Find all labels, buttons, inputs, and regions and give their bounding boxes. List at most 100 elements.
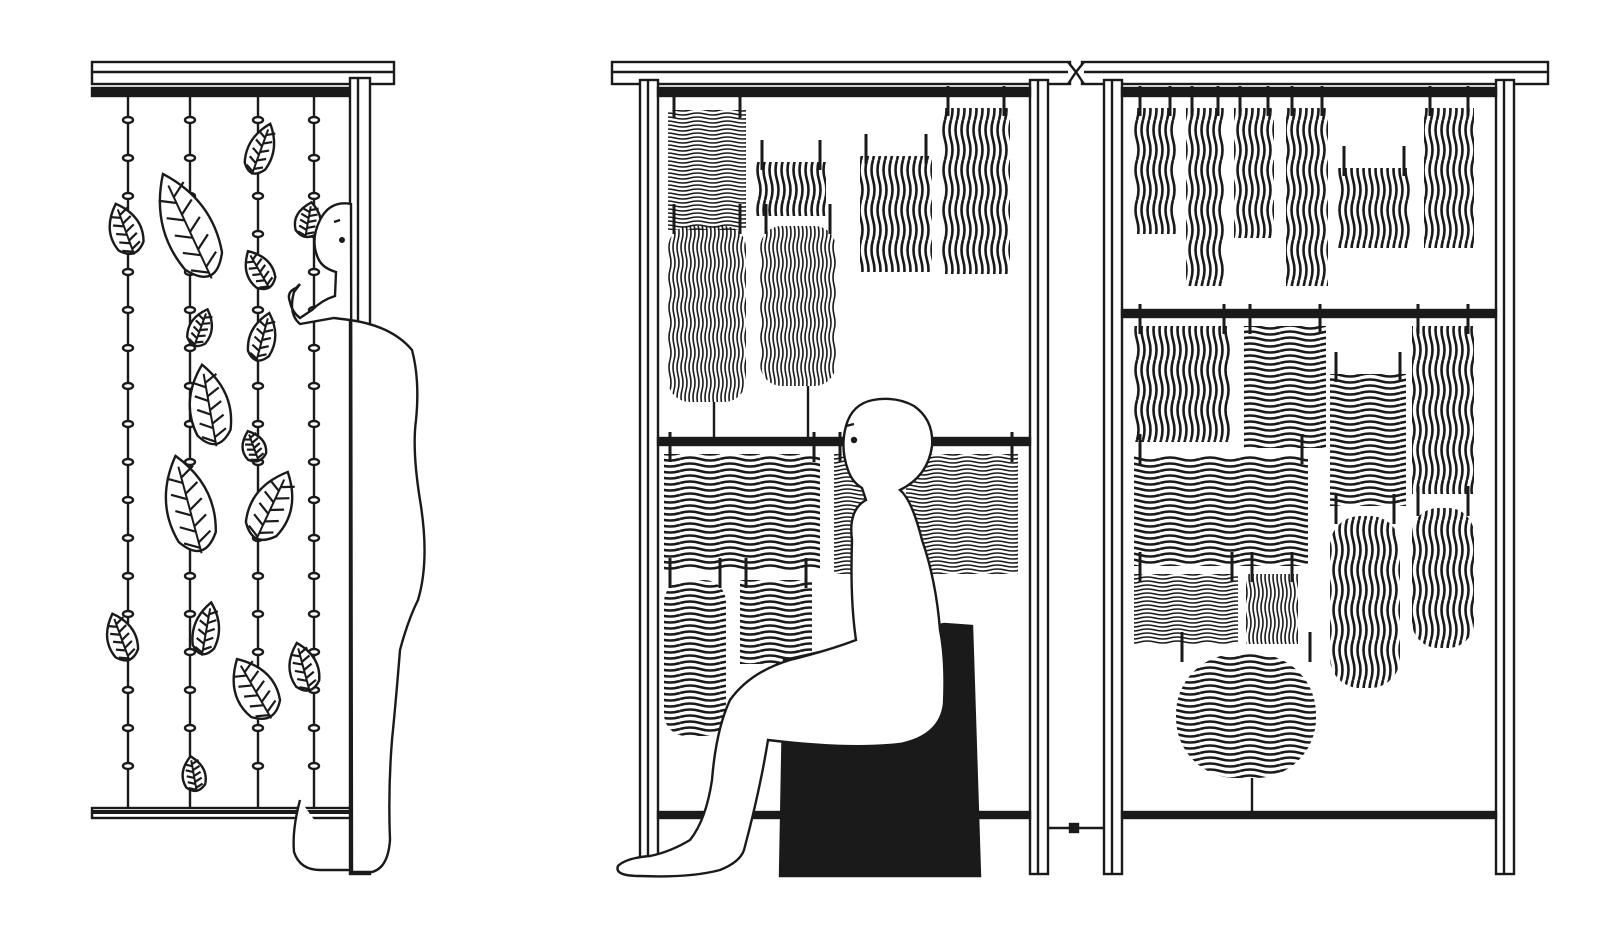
bead [307,723,321,733]
right-bay-mid-rail [1120,308,1498,319]
leaf-11 [244,470,295,541]
bead [183,647,197,657]
leaf-15 [232,657,282,721]
bead [121,685,135,695]
bead [121,343,135,353]
leaf-5 [244,249,277,291]
bead [121,267,135,277]
textile-23 [1330,516,1400,688]
textile-16 [1338,168,1410,248]
bead [183,153,197,163]
bead [251,115,265,125]
textile-14 [1234,108,1274,238]
textile-22 [1134,456,1308,566]
textile-20 [1330,374,1406,506]
bead [121,609,135,619]
bead [121,419,135,429]
textile-13 [1186,108,1224,286]
leaf-12 [191,600,221,656]
bead [251,571,265,581]
bead [307,419,321,429]
leaf-8 [188,362,233,447]
person-eye [339,237,345,243]
right-bay-top-rail [1120,86,1498,98]
leaf-14 [288,641,321,692]
leaf-4 [293,200,322,239]
textile-5 [668,226,746,402]
leaf-3 [243,122,276,175]
bead [307,457,321,467]
bead [183,685,197,695]
leaf-ornaments [105,122,322,793]
leaf-6 [186,307,214,348]
bead [121,191,135,201]
bead [183,305,197,315]
textile-21 [1412,326,1474,494]
bead [307,533,321,543]
leaf-9 [241,429,268,463]
bead [121,457,135,467]
bead [251,229,265,239]
bead [251,191,265,201]
leaf-10 [164,454,217,554]
bead [121,153,135,163]
textile-3 [860,156,932,272]
bead [121,381,135,391]
bead [121,495,135,505]
textile-6 [760,226,836,386]
bead [121,305,135,315]
leaf-7 [246,311,277,362]
bead [251,723,265,733]
bead [307,495,321,505]
leaf-curtain-panel [90,60,426,876]
bead [121,723,135,733]
textile-18 [1134,326,1230,442]
textile-4 [942,108,1010,274]
textile-24 [1412,508,1474,648]
bead [307,343,321,353]
bead [121,533,135,543]
bead [307,115,321,125]
bead [307,571,321,581]
textile-25 [1134,574,1238,644]
seated-person-eye [850,436,858,444]
bead [121,571,135,581]
textile-1 [668,110,746,230]
textile-rack [610,60,1550,878]
bead [251,305,265,315]
bead [183,343,197,353]
standing-person [287,202,426,874]
bead [121,761,135,771]
upper-rail [90,86,356,98]
textile-26 [1246,574,1298,644]
textile-27 [1176,654,1316,778]
textile-10 [664,580,726,736]
bead [307,153,321,163]
textile-15 [1286,108,1328,286]
leaf-1 [108,202,145,256]
left-bay-top-rail [656,86,1032,98]
seated-person [616,397,946,878]
bead [183,609,197,619]
right-bay-bottom-rail [1120,810,1498,820]
bead [307,191,321,201]
bead [307,267,321,277]
bead [183,115,197,125]
textile-12 [1134,108,1176,234]
bead [307,609,321,619]
hanging-textiles [664,108,1474,778]
bead [251,381,265,391]
bead [121,115,135,125]
bead [251,419,265,429]
leaf-16 [181,754,207,793]
textile-2 [756,162,826,216]
textile-19 [1244,326,1326,448]
textile-11 [740,580,812,664]
bead [307,381,321,391]
textile-7 [664,454,820,570]
leaf-13 [105,612,140,662]
hanging-strands [121,96,321,808]
textile-17 [1424,108,1474,248]
